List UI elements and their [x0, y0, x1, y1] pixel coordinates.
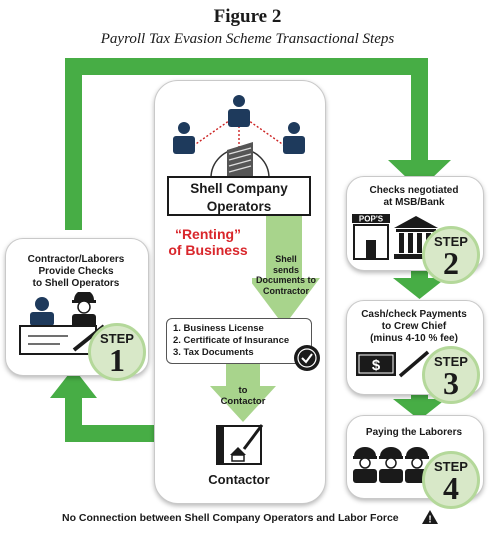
step-3-text-line-2: to Crew Chief [381, 321, 447, 332]
money-symbol: $ [372, 357, 381, 374]
laborer-icon [30, 297, 54, 326]
warning-icon: ! [422, 510, 438, 526]
laborer-check-icon [19, 292, 106, 355]
step-2-number: 2 [443, 245, 459, 281]
step-4-number: 4 [443, 470, 459, 506]
warning-glyph: ! [428, 515, 431, 526]
step-4-text: Paying the Laborers [350, 427, 478, 439]
step-2-text-line-2: at MSB/Bank [383, 197, 445, 208]
sends-label-line-1: Shell [275, 254, 297, 264]
step-1-text: Contractor/Laborers Provide Checks to Sh… [10, 254, 142, 290]
step-3-badge: STEP 3 [422, 346, 480, 404]
store-icon: POP'S [352, 214, 390, 260]
step-2-badge: STEP 2 [422, 226, 480, 284]
building-icon [210, 142, 270, 178]
store-sign-text: POP'S [359, 215, 384, 224]
sends-label-line-4: Contractor [262, 285, 309, 296]
document-item: 1. Business License [173, 323, 264, 334]
step-3-to-4-arrow [393, 392, 446, 420]
step-1-word: STEP [100, 331, 134, 346]
document-item: 3. Tax Documents [173, 347, 254, 358]
contactor-label: Contactor [208, 472, 270, 487]
step-4-text-line-1: Paying the Laborers [365, 427, 463, 438]
step-1-text-line-2: Provide Checks [38, 266, 114, 277]
top-loop-arrow [65, 58, 451, 230]
step-3-text-line-1: Cash/check Payments [361, 309, 467, 320]
documents-box: 1. Business License 2. Certificate of In… [166, 318, 312, 364]
sends-documents-label: Shell sends Documents to Contractor [255, 254, 317, 296]
renting-label-line-1: “Renting” [174, 226, 242, 242]
step-4-badge: STEP 4 [422, 451, 480, 509]
sends-label-line-2: sends [272, 264, 299, 275]
step-1-badge: STEP 1 [88, 323, 146, 381]
step-1-text-line-3: to Shell Operators [32, 278, 120, 289]
people-network-icon [173, 95, 305, 154]
step-3-text-line-3: (minus 4-10 % fee) [370, 333, 458, 344]
laborers-group-icon [353, 447, 429, 483]
shell-operators-label-line-1: Shell Company [190, 181, 288, 196]
step-4-word: STEP [434, 459, 468, 474]
figure-subtitle: Payroll Tax Evasion Scheme Transactional… [100, 31, 395, 47]
document-item: 2. Certificate of Insurance [173, 335, 290, 346]
renting-label-line-2: of Business [168, 242, 248, 258]
step-2-text: Checks negotiated at MSB/Bank [350, 185, 478, 209]
to-contactor-arrow [210, 364, 276, 422]
seal-icon [294, 345, 320, 371]
to-contactor-label: to Contactor [210, 385, 276, 407]
sends-documents-arrow [252, 216, 320, 326]
step-2-word: STEP [434, 234, 468, 249]
step-1-number: 1 [109, 342, 125, 378]
footer-note: No Connection between Shell Company Oper… [62, 512, 399, 524]
return-arrow [50, 368, 165, 442]
sends-label-line-3: Documents to [255, 275, 316, 285]
renting-label: “Renting” of Business [158, 226, 258, 258]
step-3-number: 3 [443, 365, 459, 401]
figure-title: Figure 2 [213, 6, 282, 27]
step-1-text-line-1: Contractor/Laborers [27, 254, 125, 265]
to-label-line-1: to [238, 385, 248, 396]
step-3-text: Cash/check Payments to Crew Chief (minus… [350, 309, 478, 345]
shell-operators-box: Shell Company Operators [167, 176, 311, 216]
shell-operators-label-line-2: Operators [206, 199, 272, 214]
blueprint-icon [216, 424, 264, 465]
to-label-line-2: Contactor [220, 396, 266, 407]
step-3-word: STEP [434, 354, 468, 369]
money-icon: $ [356, 350, 430, 378]
step-2-text-line-1: Checks negotiated [369, 185, 459, 196]
